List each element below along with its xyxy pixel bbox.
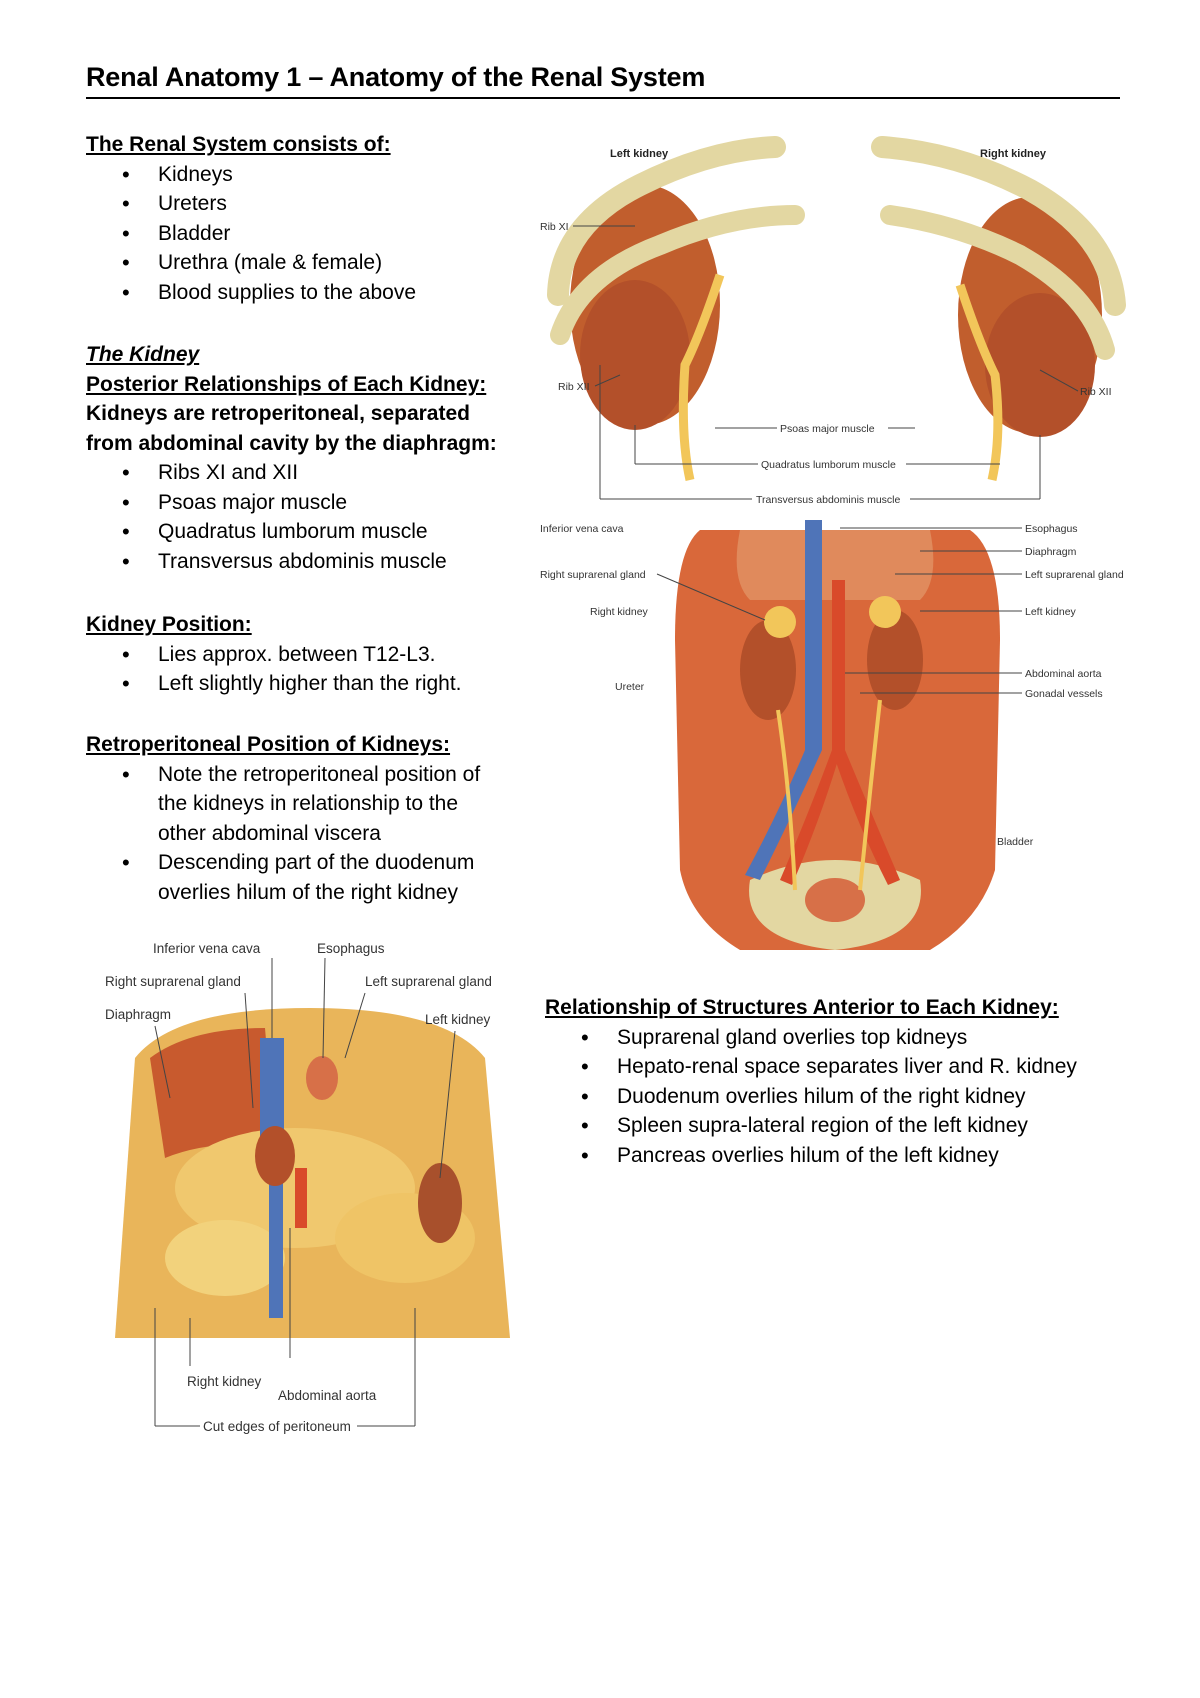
list-item: Lies approx. between T12-L3.: [122, 640, 526, 670]
list-item: Ureters: [122, 189, 526, 219]
retro-item-2-line: overlies hilum of the right kidney: [158, 880, 458, 904]
label-gonadal: Gonadal vessels: [1025, 688, 1103, 700]
list-item: Suprarenal gland overlies top kidneys: [581, 1023, 1145, 1053]
list-item: Left slightly higher than the right.: [122, 669, 526, 699]
label-right-kidney: Right kidney: [590, 606, 649, 618]
label-esophagus: Esophagus: [1025, 523, 1078, 535]
anterior-heading: Relationship of Structures Anterior to E…: [545, 996, 1059, 1019]
label-rib-xi: Rib XI: [540, 221, 569, 233]
list-item: Descending part of the duodenum overlies…: [122, 848, 526, 907]
list-item: Hepato-renal space separates liver and R…: [581, 1052, 1145, 1082]
left-suprarenal-shape: [869, 596, 901, 628]
anterior-list: Suprarenal gland overlies top kidneys He…: [545, 1023, 1145, 1171]
posterior-list: Ribs XI and XII Psoas major muscle Quadr…: [86, 458, 526, 576]
list-item: Transversus abdominis muscle: [122, 547, 526, 577]
right-ureter-shape: [955, 283, 1003, 481]
label-left-kidney: Left kidney: [610, 148, 669, 160]
label-quadratus: Quadratus lumborum muscle: [761, 459, 896, 471]
list-item: Psoas major muscle: [122, 488, 526, 518]
label-transversus: Transversus abdominis muscle: [756, 494, 900, 506]
posterior-intro: Kidneys are retroperitoneal, separated: [86, 402, 470, 425]
esophagus-shape: [306, 1056, 338, 1100]
posterior-heading: Posterior Relationships of Each Kidney:: [86, 372, 487, 396]
anterior-section: Relationship of Structures Anterior to E…: [545, 993, 1145, 1170]
label-rib-xii-right: Rib XII: [1080, 386, 1112, 398]
retro-heading: Retroperitoneal Position of Kidneys:: [86, 733, 451, 756]
retro-section: Retroperitoneal Position of Kidneys: Not…: [86, 730, 526, 907]
left-ureter-shape: [678, 273, 725, 481]
label-cut-edges: Cut edges of peritoneum: [203, 1419, 351, 1434]
retroperitoneal-figure: Inferior vena cava Right suprarenal glan…: [540, 520, 1140, 970]
label-left-kidney: Left kidney: [425, 1012, 491, 1027]
retro-item-2-line: Descending part of the duodenum: [158, 851, 475, 874]
bladder-shape: [805, 878, 865, 922]
label-ivc: Inferior vena cava: [153, 941, 261, 956]
list-item: Duodenum overlies hilum of the right kid…: [581, 1082, 1145, 1112]
list-item: Urethra (male & female): [122, 248, 526, 278]
label-right-kidney: Right kidney: [187, 1374, 262, 1389]
anterior-view-figure: Inferior vena cava Esophagus Right supra…: [95, 938, 525, 1478]
label-diaphragm: Diaphragm: [105, 1007, 171, 1022]
label-ivc: Inferior vena cava: [540, 523, 624, 535]
label-right-suprarenal: Right suprarenal gland: [540, 569, 646, 581]
list-item: Bladder: [122, 219, 526, 249]
liver-cut-shape: [150, 1028, 275, 1158]
rib-xii-shape: [550, 205, 805, 345]
posterior-intro: from abdominal cavity by the diaphragm:: [86, 431, 497, 455]
duodenum-cut-shape: [255, 1126, 295, 1186]
consists-heading: The Renal System consists of:: [86, 133, 391, 156]
list-item: Ribs XI and XII: [122, 458, 526, 488]
kidney-section: The Kidney Posterior Relationships of Ea…: [86, 340, 526, 576]
right-suprarenal-shape: [764, 606, 796, 638]
retro-item-1-line: Note the retroperitoneal position of: [158, 762, 481, 786]
list-item: Kidneys: [122, 160, 526, 190]
list-item: Spleen supra-lateral region of the left …: [581, 1111, 1145, 1141]
label-psoas: Psoas major muscle: [780, 423, 875, 435]
retro-item-1-line: the kidneys in relationship to the: [158, 792, 459, 815]
aorta-shape: [295, 1168, 307, 1228]
posterior-kidneys-figure: Left kidney Right kidney Rib XI Rib XII …: [540, 135, 1140, 515]
list-item: Note the retroperitoneal position of the…: [122, 760, 526, 849]
label-left-kidney: Left kidney: [1025, 606, 1077, 618]
ivc-shape: [745, 520, 822, 880]
retro-item-1-line: other abdominal viscera: [158, 821, 381, 845]
consists-list: Kidneys Ureters Bladder Urethra (male & …: [86, 160, 526, 308]
page-title: Renal Anatomy 1 – Anatomy of the Renal S…: [86, 62, 1120, 99]
label-aorta: Abdominal aorta: [278, 1388, 377, 1403]
list-item: Quadratus lumborum muscle: [122, 517, 526, 547]
label-right-suprarenal: Right suprarenal gland: [105, 974, 241, 989]
label-right-kidney: Right kidney: [980, 148, 1047, 160]
list-item: Pancreas overlies hilum of the left kidn…: [581, 1141, 1145, 1171]
label-left-suprarenal: Left suprarenal gland: [365, 974, 492, 989]
position-section: Kidney Position: Lies approx. between T1…: [86, 610, 526, 699]
label-bladder: Bladder: [997, 836, 1034, 848]
label-left-suprarenal: Left suprarenal gland: [1025, 569, 1124, 581]
list-item: Blood supplies to the above: [122, 278, 526, 308]
left-kidney-shape: [418, 1163, 462, 1243]
label-aorta: Abdominal aorta: [1025, 668, 1102, 680]
label-diaphragm: Diaphragm: [1025, 546, 1077, 558]
label-esophagus: Esophagus: [317, 941, 385, 956]
retro-list: Note the retroperitoneal position of the…: [86, 760, 526, 908]
rib-xi-shape: [547, 136, 786, 306]
label-ureter: Ureter: [615, 681, 645, 693]
right-kidney-shape: [740, 620, 796, 720]
position-heading: Kidney Position:: [86, 613, 252, 636]
position-list: Lies approx. between T12-L3. Left slight…: [86, 640, 526, 699]
kidney-heading: The Kidney: [86, 343, 200, 366]
renal-system-section: The Renal System consists of: Kidneys Ur…: [86, 130, 526, 307]
left-kidney-shape: [867, 610, 923, 710]
label-rib-xii-left: Rib XII: [558, 381, 590, 393]
